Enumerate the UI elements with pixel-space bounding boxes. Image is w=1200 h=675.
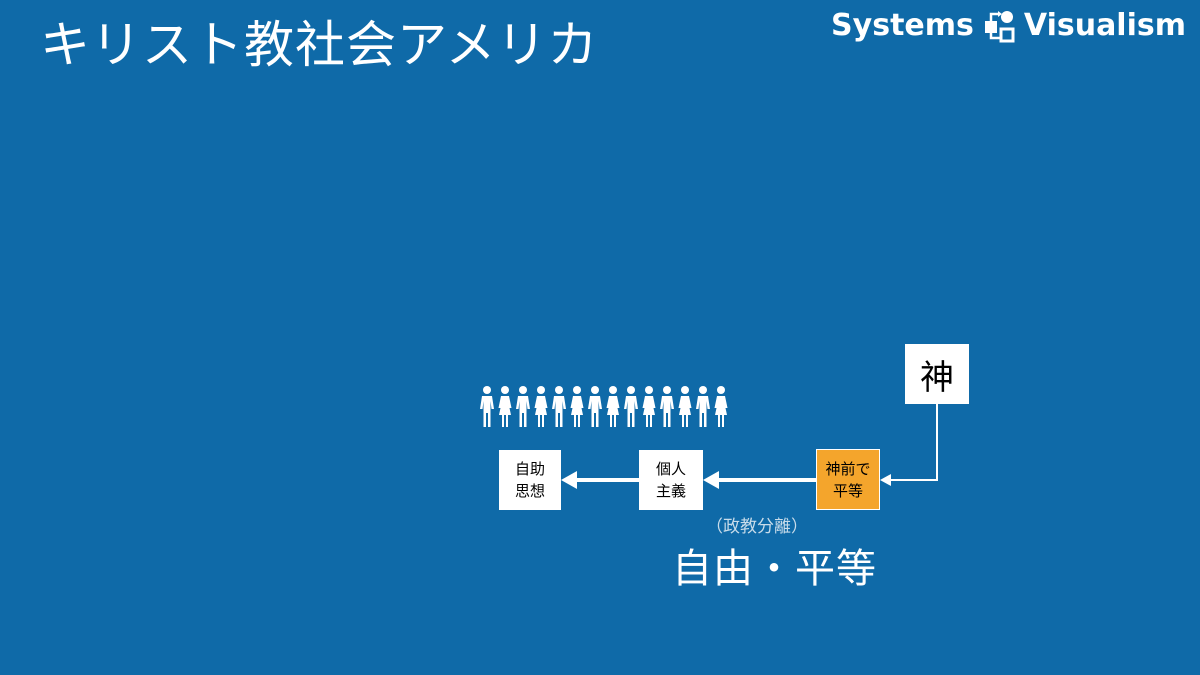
- god-to-equal-connector: [890, 404, 938, 481]
- god-label: 神: [920, 357, 954, 398]
- systems-visualism-logo-icon: [984, 11, 1015, 43]
- people-row: [478, 385, 730, 429]
- person-icon: [534, 386, 548, 427]
- person-icon: [696, 386, 710, 427]
- person-icon: [516, 386, 530, 427]
- separation-note: （政教分離）: [706, 517, 808, 537]
- individualism-label: 個人 主義: [655, 460, 686, 500]
- brand-text-right: Visualism: [1023, 8, 1186, 43]
- brand-logo: Systems Visualism: [831, 6, 1186, 46]
- person-icon: [498, 386, 512, 427]
- person-icon: [480, 386, 494, 427]
- person-icon: [714, 386, 728, 427]
- person-icon: [570, 386, 584, 427]
- brand-text-left: Systems: [831, 8, 974, 43]
- equal-before-god-box: 神前で 平等: [816, 449, 880, 510]
- person-icon: [624, 386, 638, 427]
- individualism-to-selfhelp-arrowhead: [561, 471, 577, 489]
- person-icon: [678, 386, 692, 427]
- equal-to-individualism-arrowhead: [703, 471, 719, 489]
- freedom-equality-label: 自由・平等: [672, 546, 877, 592]
- person-icon: [552, 386, 566, 427]
- god-to-equal-arrowhead: [880, 474, 891, 486]
- person-icon: [642, 386, 656, 427]
- page-title: キリスト教社会アメリカ: [40, 16, 599, 74]
- self-help-label: 自助 思想: [514, 460, 545, 500]
- self-help-box: 自助 思想: [499, 450, 561, 510]
- person-icon: [660, 386, 674, 427]
- equal-before-god-label: 神前で 平等: [825, 459, 871, 500]
- individualism-box: 個人 主義: [639, 450, 703, 510]
- god-box: 神: [905, 344, 969, 404]
- person-icon: [588, 386, 602, 427]
- person-icon: [606, 386, 620, 427]
